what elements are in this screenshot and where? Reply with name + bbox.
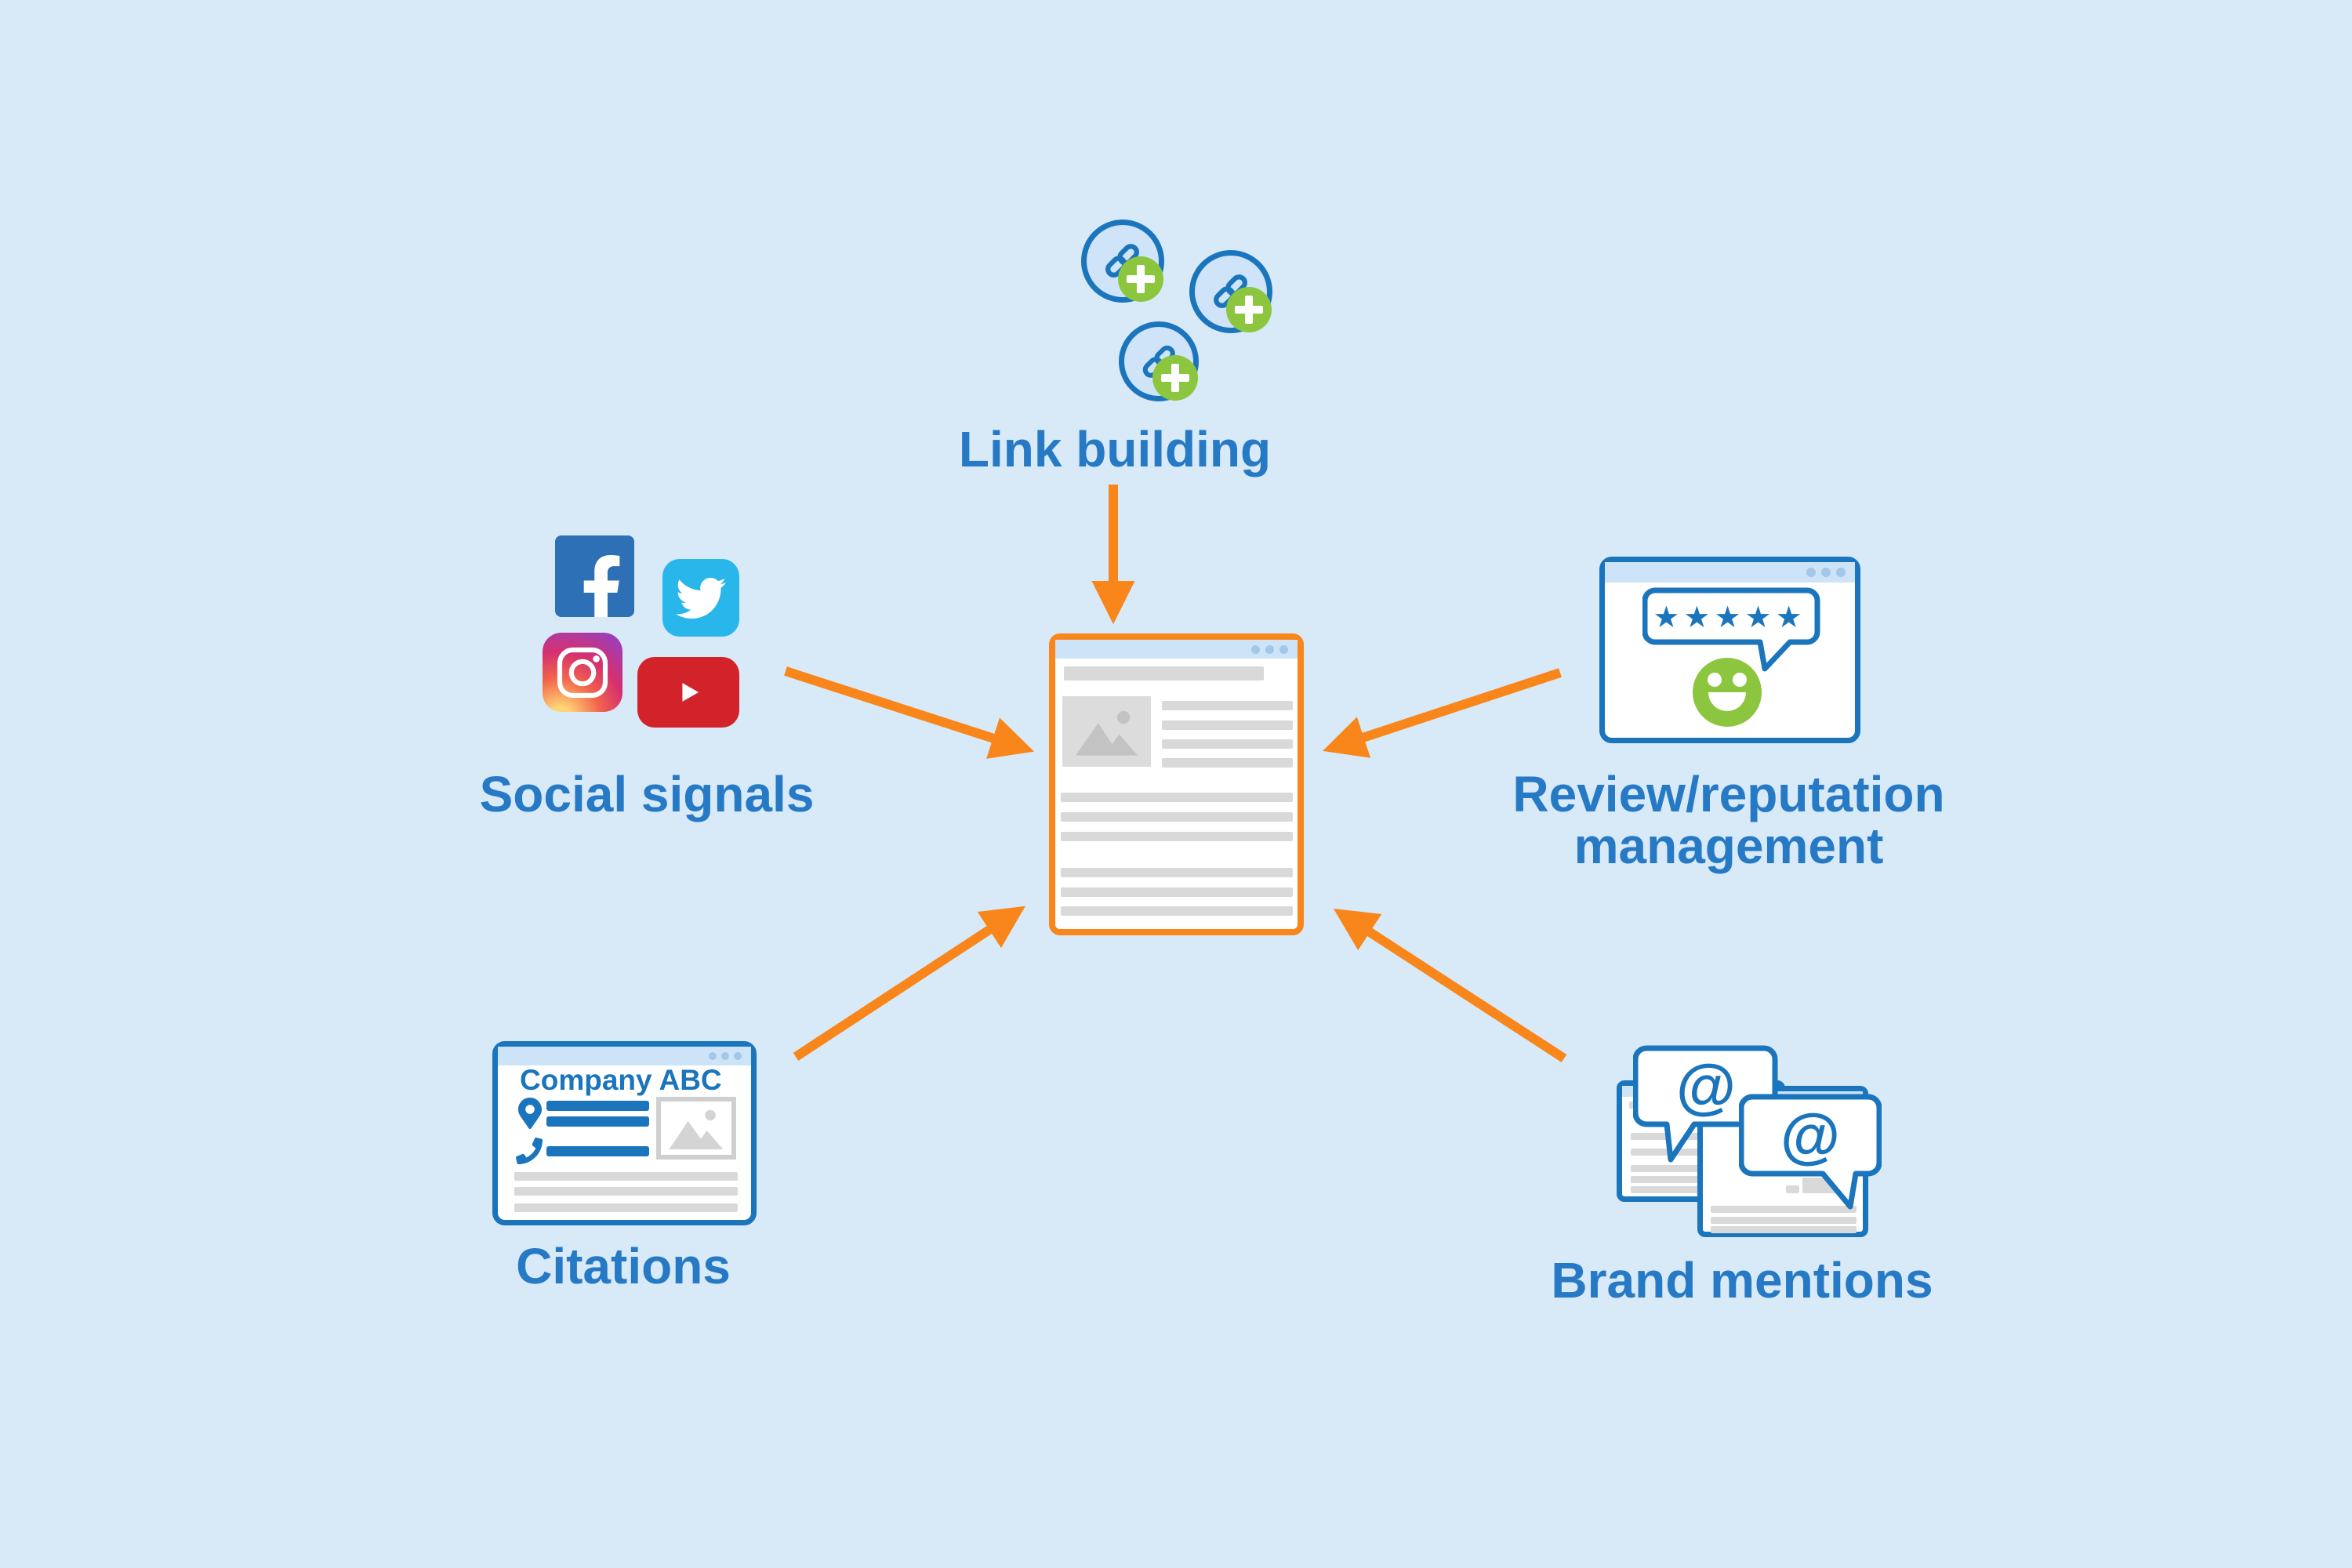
smiley-icon [1693, 658, 1762, 727]
text-line [1061, 812, 1293, 822]
twitter-bird-glyph [676, 577, 726, 619]
mountain-icon [669, 1109, 724, 1149]
text-line [1061, 868, 1293, 877]
instagram-icon [543, 633, 622, 712]
image-chip [1786, 1185, 1799, 1193]
text-line [1061, 906, 1293, 916]
citations-window: Company ABC [492, 1041, 757, 1225]
link-building-label: Link building [958, 421, 1272, 477]
mention-bubble-right [1739, 1094, 1882, 1210]
text-line [514, 1203, 738, 1212]
window-dot [709, 1052, 717, 1060]
play-glyph [682, 683, 699, 702]
plus-icon [1118, 256, 1163, 302]
review-window: ★★★★★ [1599, 557, 1860, 743]
text-line-blue [546, 1101, 649, 1111]
smiley-eye [1733, 673, 1747, 687]
mention-bubble-left [1633, 1045, 1778, 1163]
smiley-eye [1708, 673, 1722, 687]
review-speech-bubble [1642, 587, 1820, 672]
text-line [1162, 739, 1293, 749]
window-dot [1279, 644, 1288, 654]
text-line-blue [546, 1116, 649, 1127]
arrow-brand-mentions [1333, 908, 1567, 1063]
citations-titlebar [498, 1047, 751, 1065]
citations-label: Citations [516, 1238, 731, 1294]
five-stars: ★★★★★ [1653, 600, 1806, 634]
text-line [1061, 793, 1293, 802]
text-line-blue [546, 1146, 649, 1156]
review-titlebar [1605, 562, 1855, 583]
webpage-titlebar [1055, 640, 1298, 659]
text-line [1064, 666, 1264, 681]
text-line [1162, 720, 1293, 730]
at-icon: @ [1780, 1101, 1841, 1170]
text-line [514, 1187, 738, 1196]
text-line [1061, 887, 1293, 897]
link-badge [1081, 220, 1164, 303]
text-line [514, 1172, 738, 1181]
text-line [1711, 1226, 1857, 1233]
link-badge [1119, 321, 1199, 401]
plus-icon [1152, 355, 1198, 401]
window-dot [1265, 644, 1274, 654]
arrow-citations [793, 906, 1025, 1062]
at-icon: @ [1675, 1051, 1737, 1120]
link-badge [1189, 250, 1272, 333]
facebook-f-glyph [583, 554, 619, 617]
arrow-social-signals [784, 666, 1035, 759]
window-dot [1251, 644, 1260, 654]
youtube-icon [637, 657, 739, 728]
phone-icon [516, 1138, 543, 1164]
window-dot [721, 1052, 729, 1060]
central-webpage [1049, 633, 1304, 935]
window-dot [1806, 568, 1816, 577]
plus-icon [1226, 287, 1272, 332]
text-line [1162, 701, 1293, 710]
brand-mentions-label: Brand mentions [1551, 1252, 1933, 1308]
window-dot [1836, 568, 1846, 577]
social-signals-label: Social signals [479, 766, 815, 822]
twitter-icon [662, 559, 739, 637]
image-placeholder [656, 1097, 736, 1160]
review-label-line1: Review/reputation [1512, 766, 1945, 822]
smiley-mouth [1708, 692, 1746, 711]
text-line [1061, 832, 1293, 841]
image-placeholder [1062, 696, 1151, 767]
mountain-icon [1075, 710, 1138, 756]
window-dot [1821, 568, 1831, 577]
review-label-line2: management [1573, 818, 1884, 874]
arrow-review-management [1323, 668, 1562, 758]
review-management-label: Review/reputation management [1494, 768, 1964, 872]
facebook-icon [555, 535, 634, 617]
camera-glyph [557, 647, 608, 698]
window-dot [734, 1052, 742, 1060]
citation-company-title: Company ABC [520, 1064, 722, 1096]
text-line [1711, 1206, 1857, 1213]
map-pin-icon [518, 1098, 542, 1129]
text-line [1711, 1217, 1857, 1224]
text-line [1162, 758, 1293, 768]
